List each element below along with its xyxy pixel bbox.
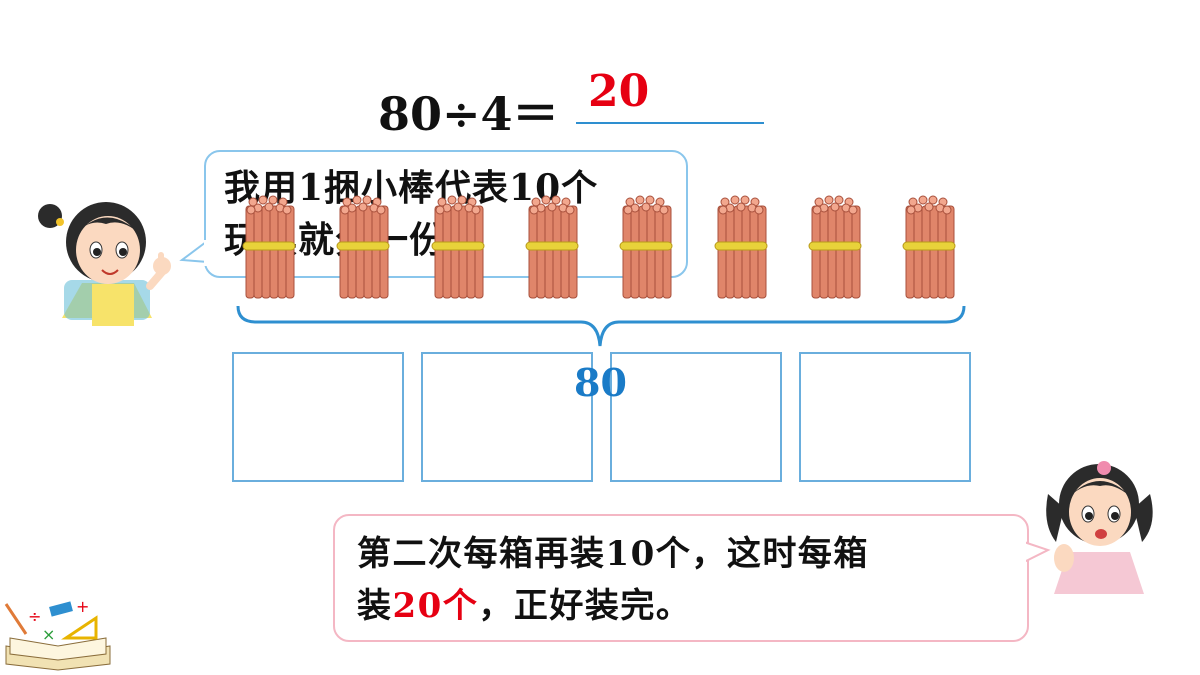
speech-text-bottom: 第二次每箱再装10个，这时每箱 装20个，正好装完。 — [357, 528, 869, 632]
stick-bundle — [431, 195, 485, 299]
box-4 — [799, 352, 971, 482]
box-3 — [610, 352, 782, 482]
highlight-amount: 20个 — [392, 586, 479, 626]
math-book-icon: ÷ + × — [4, 597, 111, 671]
answer-underline — [576, 122, 764, 124]
speech-bubble-bottom: 第二次每箱再装10个，这时每箱 装20个，正好装完。 — [333, 514, 1029, 642]
total-value: 80 — [574, 360, 627, 405]
stick-bundle — [808, 195, 862, 299]
stick-bundle — [714, 195, 767, 299]
equation-text: 80÷4＝ — [378, 87, 559, 141]
speech-line-2-post: ，正好装完。 — [478, 586, 692, 626]
bubble-tail-bottom — [1020, 540, 1051, 566]
brace — [236, 305, 966, 347]
box-1 — [232, 352, 404, 482]
equation-answer: 20 — [588, 66, 650, 117]
stick-bundle — [619, 195, 673, 299]
svg-text:÷: ÷ — [28, 607, 41, 626]
speech-line-2: 装20个，正好装完。 — [357, 580, 869, 632]
stick-bundle — [902, 195, 956, 299]
svg-text:+: + — [76, 597, 89, 616]
stick-bundle — [336, 195, 390, 299]
speech-line-1: 第二次每箱再装10个，这时每箱 — [357, 534, 869, 574]
stick-bundle — [525, 195, 579, 299]
speech-line-2-pre: 装 — [357, 586, 393, 626]
svg-text:×: × — [42, 625, 55, 644]
box-2 — [421, 352, 593, 482]
bubble-tail-top — [179, 240, 210, 266]
girl-thumbs-up-icon — [38, 202, 171, 326]
stick-bundle — [242, 195, 296, 299]
girl-clapping-icon — [1046, 461, 1153, 594]
